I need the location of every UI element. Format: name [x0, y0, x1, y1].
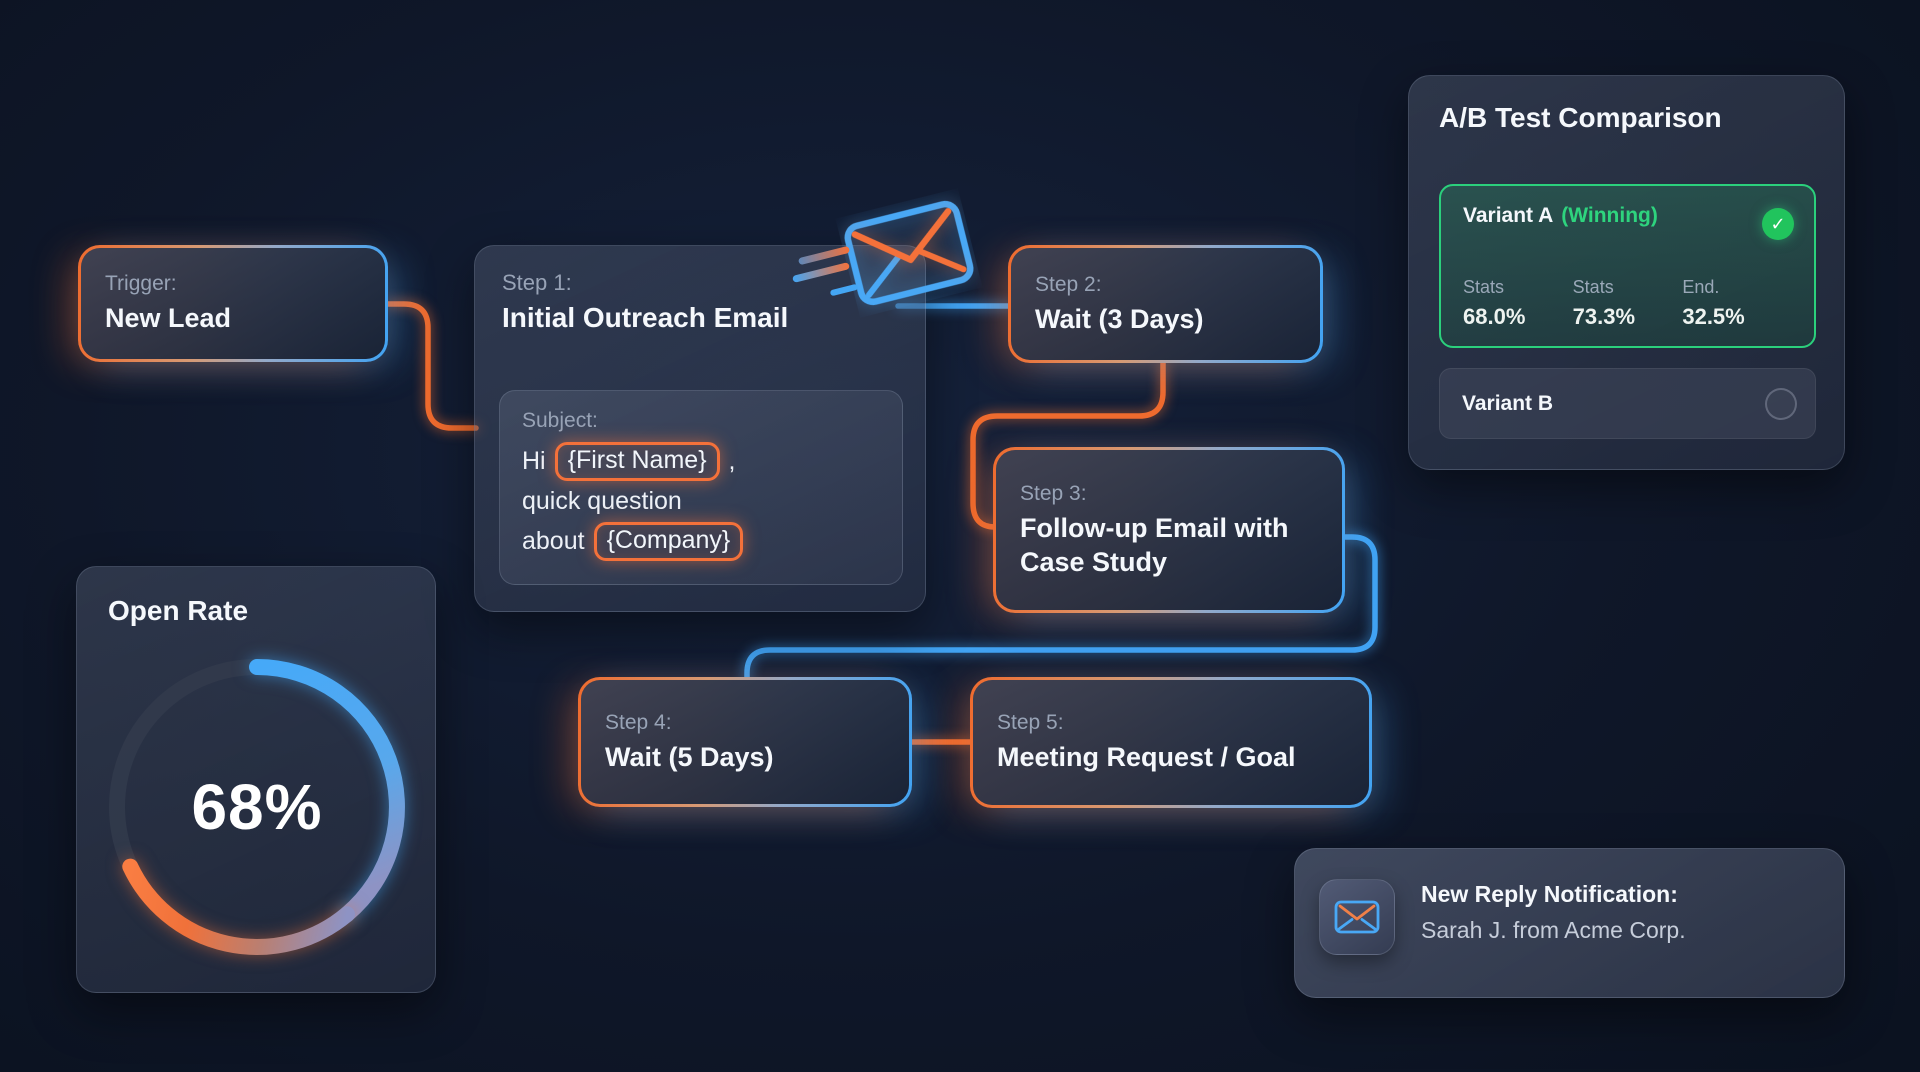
subject-text-line2: quick question	[522, 486, 682, 515]
notification-subtitle: Sarah J. from Acme Corp.	[1421, 917, 1686, 943]
ab-test-title: A/B Test Comparison	[1439, 102, 1722, 133]
variant-b-card[interactable]: Variant B	[1439, 368, 1816, 439]
open-rate-value: 68%	[191, 771, 323, 843]
step5-title: Meeting Request / Goal	[997, 742, 1296, 772]
node-step2-body: Step 2: Wait (3 Days)	[1011, 248, 1320, 360]
variant-a-stats: Stats 68.0% Stats 73.3% End. 32.5%	[1463, 277, 1792, 330]
connector-step3-step4	[744, 534, 1378, 682]
donut-progress-blue	[249, 659, 405, 923]
step4-title: Wait (5 Days)	[605, 741, 774, 772]
node-step4[interactable]: Step 4: Wait (5 Days)	[578, 677, 912, 807]
email-subject-card[interactable]: Subject: Hi {First Name} , quick questio…	[499, 390, 903, 585]
subject-text-hi: Hi	[522, 446, 546, 475]
first-name-token-chip[interactable]: {First Name}	[554, 441, 720, 481]
stat-value: 68.0%	[1463, 304, 1526, 329]
step5-label: Step 5:	[997, 711, 1064, 734]
donut-progress-orange	[122, 858, 355, 955]
variant-a-stat-3: End. 32.5%	[1682, 277, 1792, 330]
connector-trigger-step1	[385, 301, 479, 431]
subject-label: Subject:	[522, 409, 598, 432]
node-step1[interactable]: Step 1: Initial Outreach Email Subject: …	[474, 245, 926, 612]
subject-text-comma: ,	[728, 446, 736, 475]
node-step3[interactable]: Step 3: Follow-up Email with Case Study	[993, 447, 1345, 613]
notification-icon-tile	[1319, 879, 1395, 955]
open-rate-donut-chart: 68%	[77, 567, 435, 992]
radio-icon[interactable]	[1765, 387, 1797, 420]
variant-b-name: Variant B	[1462, 391, 1554, 415]
variant-a-card[interactable]: Variant A (Winning) ✓ Stats 68.0% Stats …	[1439, 184, 1816, 348]
step1-label: Step 1:	[502, 270, 572, 295]
node-step5-body: Step 5: Meeting Request / Goal	[973, 680, 1369, 805]
variant-a-winning-badge: (Winning)	[1561, 204, 1658, 227]
step3-title: Follow-up Email with Case Study	[1020, 512, 1289, 577]
connector-step2-step3	[970, 360, 1166, 530]
node-trigger[interactable]: Trigger: New Lead	[78, 245, 388, 362]
variant-a-header: Variant A (Winning)	[1463, 204, 1792, 228]
subject-text-about: about	[522, 526, 585, 555]
node-step4-body: Step 4: Wait (5 Days)	[581, 680, 909, 804]
envelope-icon	[1334, 900, 1380, 934]
stat-label: Stats	[1572, 277, 1614, 297]
trigger-title: New Lead	[105, 303, 232, 333]
subject-line-3: about {Company}	[522, 521, 880, 561]
step4-label: Step 4:	[605, 710, 672, 734]
stat-value: 73.3%	[1572, 304, 1636, 329]
notification-title: New Reply Notification:	[1421, 881, 1678, 907]
check-glyph: ✓	[1770, 213, 1786, 234]
node-trigger-body: Trigger: New Lead	[81, 248, 385, 359]
stat-value: 32.5%	[1682, 304, 1745, 329]
step2-label: Step 2:	[1035, 272, 1102, 296]
subject-line-2: quick question	[522, 481, 880, 521]
step2-title: Wait (3 Days)	[1035, 303, 1204, 334]
notification-text: New Reply Notification: Sarah J. from Ac…	[1421, 881, 1686, 944]
subject-line-1: Hi {First Name} ,	[522, 441, 880, 481]
variant-a-name: Variant A	[1463, 204, 1554, 227]
step1-title: Initial Outreach Email	[502, 302, 789, 333]
open-rate-card: Open Rate	[76, 566, 436, 993]
reply-notification-card[interactable]: New Reply Notification: Sarah J. from Ac…	[1294, 848, 1845, 998]
stat-label: Stats	[1463, 277, 1505, 297]
trigger-label: Trigger:	[105, 272, 177, 295]
ab-test-panel: A/B Test Comparison Variant A (Winning) …	[1408, 75, 1845, 470]
company-token-chip[interactable]: {Company}	[593, 521, 744, 561]
step3-label: Step 3:	[1020, 481, 1087, 505]
open-rate-title: Open Rate	[108, 595, 249, 626]
node-step5[interactable]: Step 5: Meeting Request / Goal	[970, 677, 1372, 808]
variant-a-stat-2: Stats 73.3%	[1573, 277, 1683, 330]
sending-email-envelope-icon	[836, 188, 983, 317]
stat-label: End.	[1682, 277, 1720, 297]
check-icon: ✓	[1762, 208, 1794, 240]
variant-a-stat-1: Stats 68.0%	[1463, 277, 1573, 330]
node-step2[interactable]: Step 2: Wait (3 Days)	[1008, 245, 1323, 363]
node-step3-body: Step 3: Follow-up Email with Case Study	[996, 450, 1342, 610]
